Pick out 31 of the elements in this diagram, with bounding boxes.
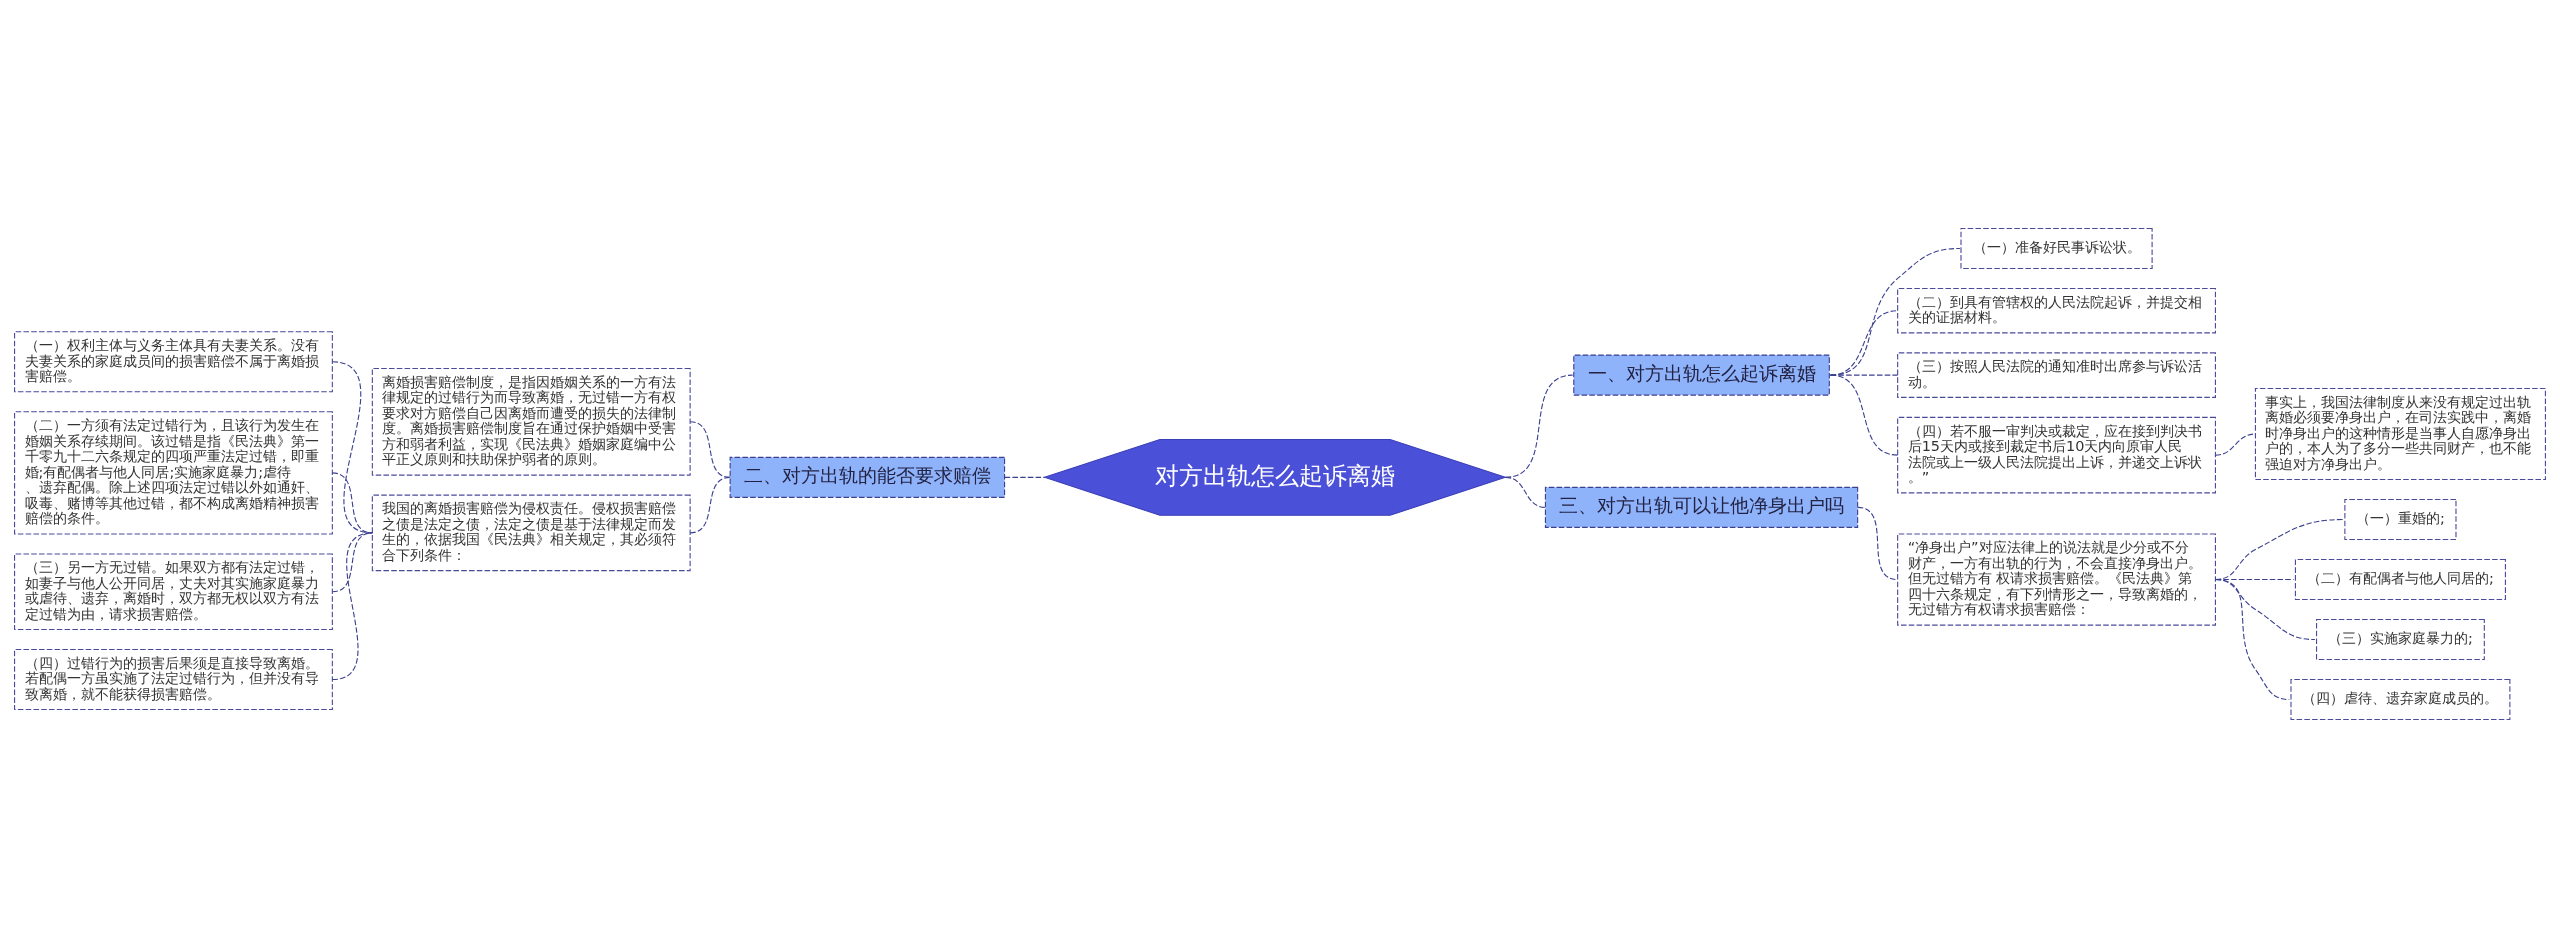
node-box: 一、对方出轨怎么起诉离婚: [1573, 354, 1830, 396]
connector: [1004, 476, 1046, 478]
connector: [1829, 374, 1899, 376]
node-box: （四）若不服一审判决或裁定，应在接到判决书后15天内或接到裁定书后10天内向原审人民法院或上一级人民法院提出上诉，并递交上诉状。”: [1897, 416, 2216, 493]
node-box: （一）准备好民事诉讼状。: [1960, 227, 2153, 269]
node-box: （四）过错行为的损害后果须是直接导致离婚。若配偶一方虽实施了法定过错行为，但并没有导致离婚，就不能获得损害赔偿。: [14, 648, 333, 710]
node-box: （三）按照人民法院的通知准时出席参与诉讼活动。: [1897, 351, 2216, 398]
connector: [1857, 506, 1899, 580]
node-box: 我国的离婚损害赔偿为侵权责任。侵权损害赔偿之债是法定之债，法定之债是基于法律规定而发生的，依据我国《民法典》相关规定，其必须符合下列条件：: [371, 494, 691, 571]
node-box: 三、对方出轨可以让他净身出户吗: [1544, 486, 1859, 528]
node-box: 二、对方出轨的能否要求赔偿: [729, 456, 1006, 498]
connector: [2214, 578, 2290, 700]
connector: [1504, 476, 1546, 508]
connector: [689, 476, 731, 533]
connector: [1829, 374, 1899, 456]
node-box: “净身出户”对应法律上的说法就是少分或不分财产，一方有出轨的行为，不会直接净身出户。但无过错方有 权请求损害赔偿。《民法典》第四十六条规定，有下列情形之一，导致离婚的，无过错方有权请求损害赔偿：: [1897, 532, 2216, 626]
connector: [1829, 247, 1961, 376]
connector: [331, 531, 373, 680]
node-box: （二）有配偶者与他人同居的;: [2294, 558, 2506, 600]
connector: [2214, 432, 2256, 456]
node-box: （四）虐待、遗弃家庭成员的。: [2290, 678, 2511, 720]
node-box: （三）实施家庭暴力的;: [2316, 618, 2485, 660]
connector: [1829, 309, 1899, 376]
node-box: （三）另一方无过错。如果双方都有法定过错，如妻子与他人公开同居，丈夫对其实施家庭暴力或虐待、遗弃，离婚时，双方都无权以双方有法定过错为由，请求损害赔偿。: [14, 552, 333, 630]
connector: [689, 420, 731, 478]
node-box: （二）一方须有法定过错行为，且该行为发生在婚姻关系存续期间。该过错是指《民法典》第一千零九十二六条规定的四项严重法定过错，即重婚;有配偶者与他人同居;实施家庭暴力;虐待、遗弃配偶。除上述四项法定过错以外如通奸、吸毒、赌博等其他过错，都不构成离婚精神损害赔偿的条件。: [14, 410, 333, 535]
node-box: （一）重婚的;: [2344, 498, 2457, 540]
node-box: 事实上，我国法律制度从来没有规定过出轨离婚必须要净身出户，在司法实践中，离婚时净身出户的这种情形是当事人自愿净身出户的，本人为了多分一些共同财产，也不能强迫对方净身出户。: [2254, 387, 2546, 480]
node-box: （一）权利主体与义务主体具有夫妻关系。没有夫妻关系的家庭成员间的损害赔偿不属于离婚损害赔偿。: [14, 330, 333, 392]
node-box: （二）到具有管辖权的人民法院起诉，并提交相关的证据材料。: [1897, 287, 2216, 333]
node-box: 离婚损害赔偿制度，是指因婚姻关系的一方有法律规定的过错行为而导致离婚，无过错一方有权要求对方赔偿自己因离婚而遭受的损失的法律制度。离婚损害赔偿制度旨在通过保护婚姻中受害方和弱者利益，实现《民法典》婚姻家庭编中公平正义原则和扶助保护弱者的原则。: [371, 367, 691, 476]
